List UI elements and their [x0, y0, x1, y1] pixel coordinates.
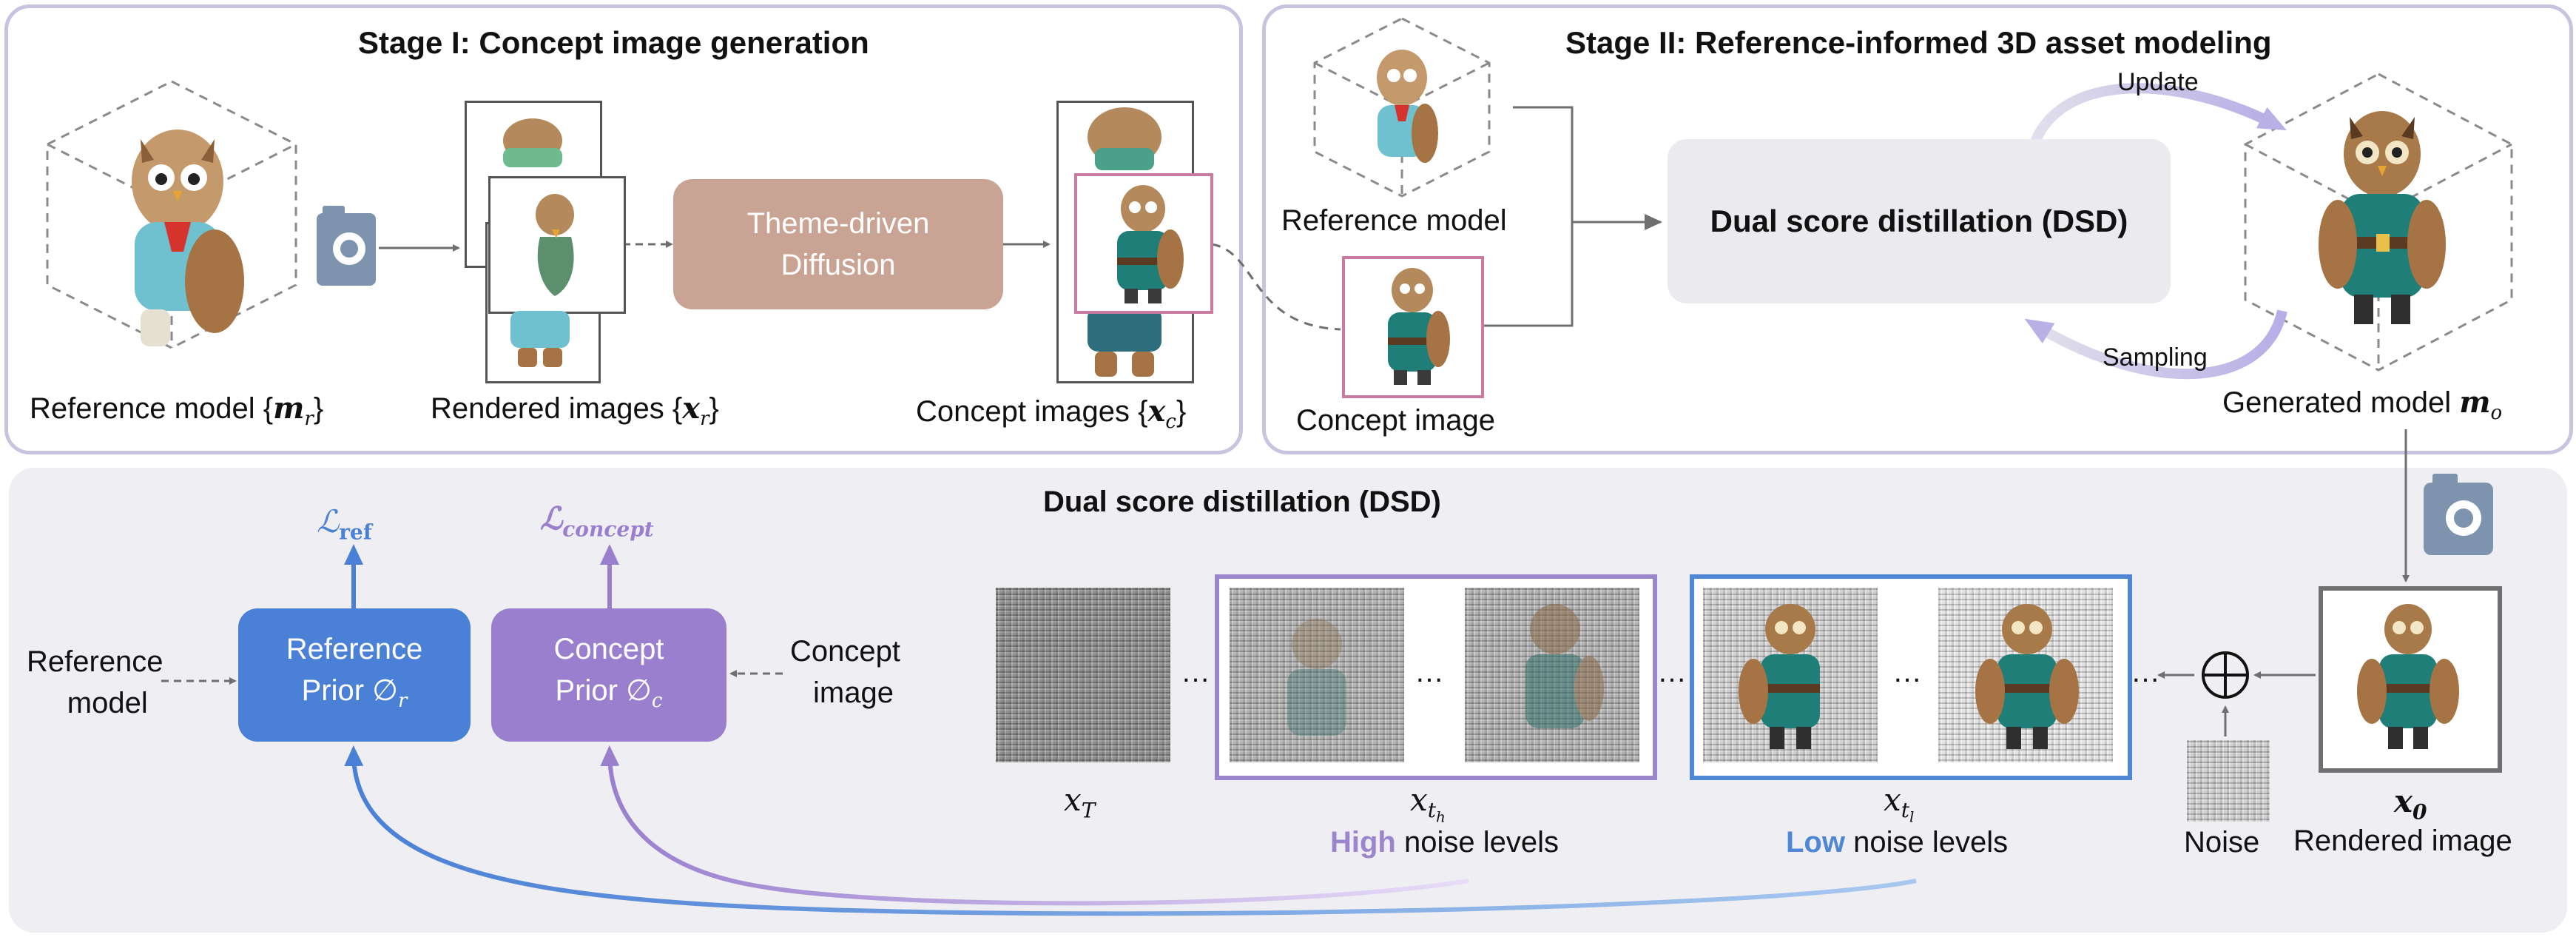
- concept-prior-line2: Prior ∅c: [555, 674, 663, 712]
- concept-owl-front-icon: [1117, 185, 1184, 303]
- sampling-label: Sampling: [2103, 343, 2208, 372]
- dsd-title: Dual score distillation (DSD): [1043, 486, 1441, 518]
- noise-label: Noise: [2184, 826, 2260, 859]
- stage2-concept-label: Concept image: [1296, 404, 1496, 437]
- dsd-box-label: Dual score distillation (DSD): [1710, 204, 2128, 238]
- dsd-box-stage2: Dual score distillation (DSD): [1668, 139, 2171, 303]
- label-x0: x0: [2394, 783, 2427, 825]
- update-label: Update: [2117, 68, 2199, 96]
- stage1-concept-label: Concept images {xc}: [916, 394, 1187, 433]
- diffusion-line2: Diffusion: [780, 249, 896, 281]
- concept-prior-box: Concept Prior ∅c: [491, 608, 726, 742]
- ellipsis-1: …: [1181, 656, 1210, 688]
- ref-prior-line2: Prior ∅r: [301, 674, 408, 712]
- noise-image-high-1: [1230, 588, 1404, 762]
- concept-owl-bottom-icon: [1088, 307, 1161, 377]
- ellipsis-5: …: [2131, 656, 2160, 688]
- concept-owl-top-icon: [1088, 107, 1161, 170]
- camera-icon: [317, 206, 376, 286]
- stage1-reference-label: Reference model {mr}: [30, 391, 324, 430]
- faint-owl-2-icon: [1525, 604, 1604, 728]
- reference-prior-box: Reference Prior ∅r: [238, 608, 471, 742]
- dsd-camera-icon: [2424, 474, 2493, 555]
- stage2-owl-reference-icon: [1377, 50, 1438, 163]
- high-noise-label: High noise levels: [1330, 826, 1559, 859]
- label-xth: xth: [1410, 782, 1446, 826]
- ellipsis-3: …: [1657, 656, 1687, 688]
- rendered-owl-bottom-icon: [510, 311, 570, 367]
- owl-figure-icon: [132, 130, 244, 346]
- diffusion-line1: Theme-driven: [746, 207, 930, 240]
- rendered-x0-owl-icon: [2357, 604, 2459, 749]
- low-noise-owl-1-icon: [1739, 604, 1820, 749]
- concept-prior-line1: Concept: [553, 633, 664, 665]
- noise-image-xT: [996, 588, 1170, 762]
- rendered-owl-side-icon: [536, 194, 574, 296]
- stage2-reference-label: Reference model: [1281, 204, 1507, 237]
- loss-concept: ℒconcept: [540, 500, 654, 542]
- stage1-rendered-label: Rendered images {xr}: [431, 391, 719, 430]
- dsd-left-input: Reference model: [27, 645, 163, 719]
- dsd-right-input: Concept image: [790, 635, 900, 709]
- rendered-owl-top-icon: [503, 118, 562, 167]
- label-xT: xT: [1064, 782, 1096, 823]
- label-xtl: xtl: [1884, 782, 1915, 826]
- low-noise-label: Low noise levels: [1786, 826, 2009, 859]
- ellipsis-4: …: [1892, 656, 1922, 688]
- noise-patch: [2187, 740, 2270, 822]
- theme-driven-diffusion-box: Theme-driven Diffusion: [673, 179, 1003, 309]
- rendered-image-label: Rendered image: [2293, 825, 2512, 857]
- generated-owl-icon: [2319, 111, 2446, 324]
- ref-prior-line1: Reference: [286, 633, 423, 665]
- stage2-title: Stage II: Reference-informed 3D asset mo…: [1565, 25, 2272, 60]
- loss-ref: ℒref: [317, 503, 372, 545]
- stage2-concept-owl-icon: [1388, 268, 1450, 385]
- stage1-title: Stage I: Concept image generation: [358, 25, 869, 60]
- generated-model-label: Generated model mo: [2222, 385, 2503, 424]
- faint-owl-1-icon: [1287, 619, 1346, 736]
- ellipsis-2: …: [1415, 656, 1444, 688]
- low-noise-owl-2-icon: [1975, 604, 2079, 749]
